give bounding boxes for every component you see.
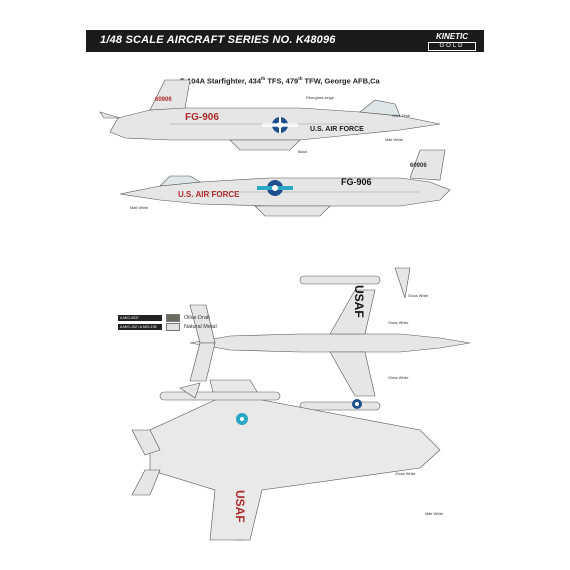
subtitle-sup-1: th (261, 76, 266, 81)
callout-fiberglass: Fiberglass beige (306, 96, 334, 100)
callout-matt-white-2: Matt White (130, 206, 149, 210)
subtitle-part-2: TFS, 479 (265, 76, 299, 86)
bottom-planform-view (131, 379, 441, 541)
callout-gloss-white-4: Gloss White (395, 472, 416, 476)
header-bar: 1/48 SCALE AIRCRAFT SERIES NO. K48096 KI… (86, 30, 484, 52)
subtitle-part-3: TFW, George AFB,Ca (302, 76, 380, 86)
legend-code: A.MIG-192 / A.MIG-195 (118, 323, 162, 330)
callout-gloss-white-1: Gloss White (408, 294, 429, 298)
fuselage-text-bottom: U.S. AIR FORCE (178, 190, 240, 199)
wing-text-top: USAF (352, 285, 366, 318)
wing-insignia-bottom (236, 413, 248, 425)
subtitle-part-1: F-104A Starfighter, 434 (180, 76, 262, 86)
callout-olive-drab: Olive Drab (392, 114, 410, 118)
color-swatch (166, 313, 180, 322)
callout-gloss-white-2: Gloss White (388, 321, 409, 325)
national-insignia-side-bottom (257, 180, 293, 196)
fuselage-text-top: U.S. AIR FORCE (310, 126, 364, 133)
legend-code: A.MIG-0037 (118, 314, 162, 321)
top-planform-view (189, 267, 471, 411)
legend-row-olive-drab: A.MIG-0037 Olive Drab (118, 313, 217, 322)
callout-gloss-white-3: Gloss White (388, 376, 409, 380)
aircraft-subtitle: F-104A Starfighter, 434th TFS, 479th TFW… (180, 76, 380, 86)
legend-row-natural-metal: A.MIG-192 / A.MIG-195 Natural Metal (118, 322, 217, 331)
logo-top-text: KINETIC (436, 32, 468, 41)
logo-bottom-text: GOLD (428, 42, 476, 51)
wing-insignia-top (352, 399, 362, 409)
tail-serial-bottom: 60906 (410, 163, 427, 169)
callout-matt-white-3: Matt White (425, 512, 444, 516)
series-title: 1/48 SCALE AIRCRAFT SERIES NO. K48096 (100, 34, 336, 46)
wing-text-bottom: USAF (233, 490, 247, 523)
callout-matt-white-1: Matt White (385, 138, 404, 142)
buzz-number-bottom: FG-906 (341, 177, 372, 187)
legend-label: Natural Metal (184, 323, 217, 330)
callout-black: Black (298, 150, 308, 154)
kinetic-gold-logo: KINETIC GOLD (428, 32, 476, 51)
color-swatch (166, 322, 180, 331)
subtitle-sup-2: th (298, 76, 303, 81)
national-insignia-side-top (262, 117, 298, 133)
side-view-bottom (119, 149, 451, 217)
tail-serial-top: 60906 (155, 97, 172, 103)
paint-legend: A.MIG-0037 Olive Drab A.MIG-192 / A.MIG-… (118, 313, 217, 331)
legend-label: Olive Drab (184, 314, 210, 321)
buzz-number-top: FG-906 (185, 112, 219, 123)
